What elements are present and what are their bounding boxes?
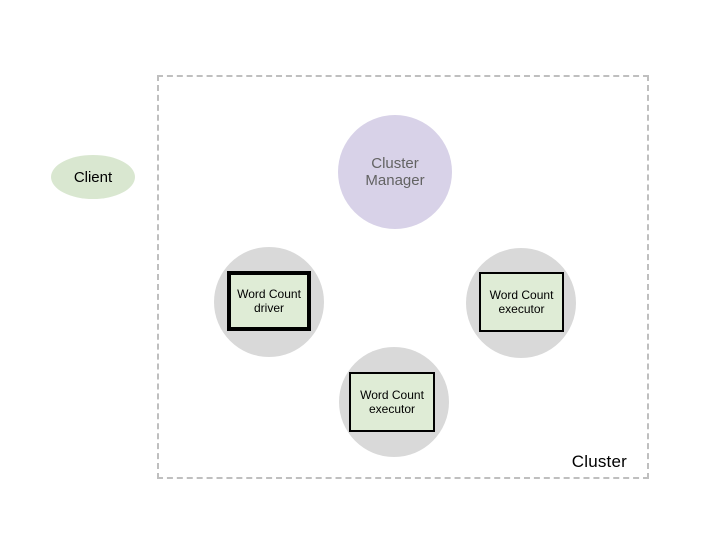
cluster-manager-label-line2: Manager	[365, 172, 425, 189]
word-count-executor-right-label: Word Count executor	[490, 288, 554, 316]
word-count-executor-bottom-label-line2: executor	[368, 402, 416, 416]
word-count-driver-label: Word Count driver	[237, 287, 301, 315]
cluster-boundary-label: Cluster	[571, 452, 627, 471]
word-count-driver-label-line2: driver	[253, 301, 284, 315]
word-count-executor-bottom-label-line1: Word Count	[360, 388, 424, 402]
cluster-manager-node: Cluster Manager	[338, 115, 452, 229]
client-node: Client	[51, 155, 135, 199]
word-count-executor-bottom-label: Word Count executor	[360, 388, 424, 416]
word-count-driver-node: Word Count driver	[227, 271, 311, 331]
cluster-boundary: Cluster	[157, 75, 649, 479]
word-count-executor-right-node: Word Count executor	[479, 272, 564, 332]
client-node-label: Client	[73, 168, 113, 186]
word-count-executor-bottom-node: Word Count executor	[349, 372, 435, 432]
cluster-manager-label: Cluster Manager	[365, 155, 424, 189]
word-count-driver-label-line1: Word Count	[237, 287, 301, 301]
word-count-executor-right-label-line2: executor	[498, 302, 545, 316]
word-count-executor-right-label-line1: Word Count	[489, 288, 554, 302]
cluster-manager-label-line1: Cluster	[371, 155, 419, 172]
